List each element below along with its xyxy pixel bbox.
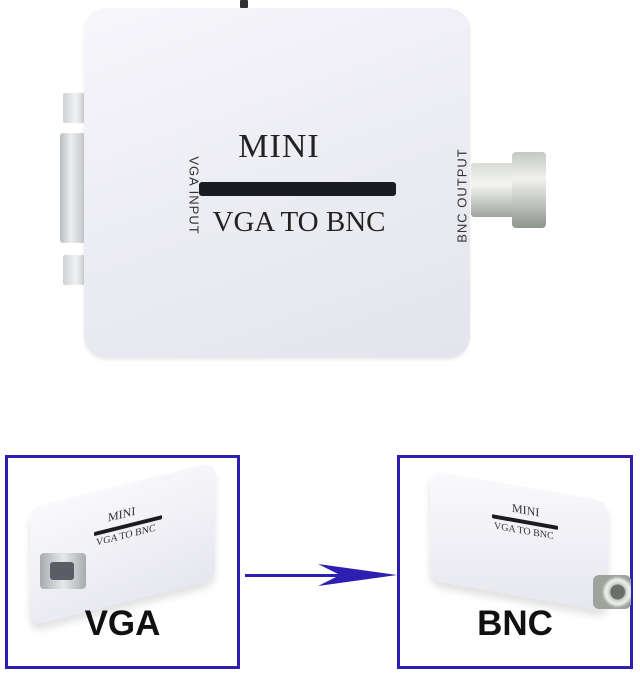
product-title-mini: MINI — [238, 128, 320, 165]
connector-line — [245, 574, 345, 577]
bnc-output-label: BNC OUTPUT — [454, 148, 470, 243]
arrow-right-icon — [318, 564, 397, 586]
bnc-output-port — [512, 152, 546, 228]
bnc-target-frame: MINI VGA TO BNC BNC — [397, 455, 633, 669]
product-title-vga-to-bnc: VGA TO BNC — [212, 206, 386, 238]
converter-thumbnail-vga: MINI VGA TO BNC — [30, 461, 215, 627]
vga-source-frame: MINI VGA TO BNC VGA — [5, 455, 240, 669]
bnc-port-thumbnail — [593, 575, 631, 609]
title-divider-bar — [199, 182, 396, 196]
vga-input-port — [60, 133, 84, 243]
bnc-connector-neck — [471, 163, 519, 217]
converter-box: MINI VGA TO BNC VGA INPUT BNC OUTPUT — [84, 8, 470, 358]
vga-port-thumbnail — [40, 553, 86, 589]
vga-screw-top — [63, 93, 85, 123]
vga-input-label: VGA INPUT — [186, 156, 202, 235]
product-hero-image: MINI VGA TO BNC VGA INPUT BNC OUTPUT — [60, 0, 546, 358]
source-label: VGA — [84, 604, 161, 643]
target-label: BNC — [477, 604, 553, 643]
top-switch — [240, 0, 248, 8]
vga-screw-bottom — [63, 255, 85, 285]
converter-thumbnail-bnc: MINI VGA TO BNC — [430, 470, 608, 612]
